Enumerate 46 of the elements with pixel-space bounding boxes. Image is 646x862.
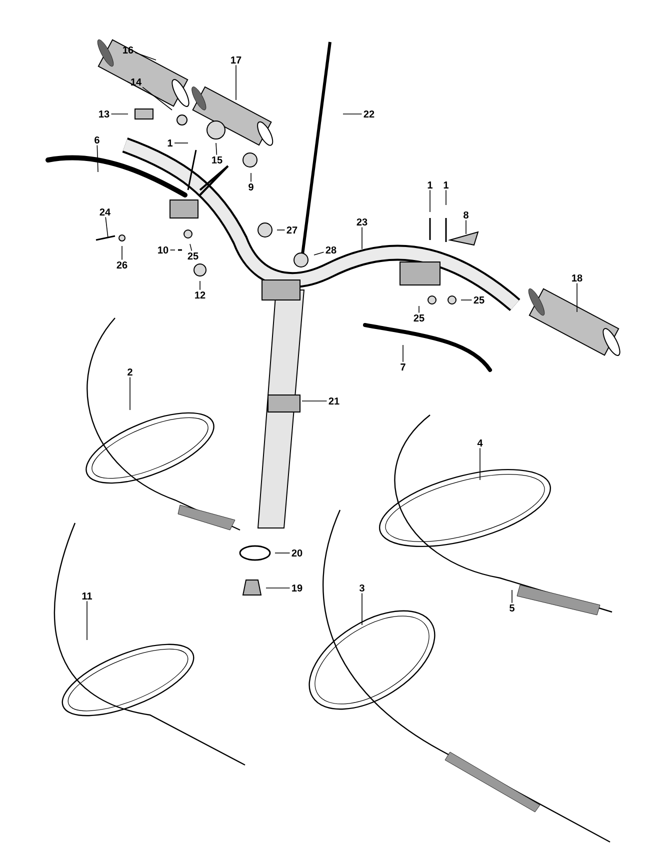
callout-number: 10 <box>158 246 168 254</box>
leader-line <box>96 144 98 172</box>
callout-number: 12 <box>195 292 206 298</box>
callout-number: 7 <box>400 364 406 370</box>
callout-number: 3 <box>359 584 364 592</box>
callout-number: 13 <box>99 110 110 118</box>
callout-number: 4 <box>477 440 483 446</box>
callout-number: 18 <box>572 274 582 282</box>
leader-line <box>86 600 88 640</box>
leader-line <box>105 216 108 238</box>
leader-line <box>314 252 324 256</box>
callout-number: 28 <box>326 246 336 254</box>
callout-number: 15 <box>212 156 222 164</box>
callout-number: 26 <box>116 261 128 269</box>
leader-line <box>576 282 578 312</box>
callout-number: 22 <box>364 110 374 118</box>
callout-number: 9 <box>248 183 254 191</box>
leader-line <box>274 552 290 554</box>
callout-number: 21 <box>328 398 340 404</box>
callout-number: 2 <box>128 368 132 376</box>
callout-number: 25 <box>414 314 424 322</box>
leader-line <box>250 172 252 182</box>
leader-line <box>418 306 420 314</box>
callout-number: 1 <box>444 182 448 188</box>
leader-line <box>216 142 218 156</box>
callout-number: 27 <box>286 226 298 234</box>
leader-line <box>302 400 328 402</box>
callout-number: 11 <box>82 592 92 600</box>
callout-number: 25 <box>474 296 484 304</box>
callout-number: 5 <box>510 604 514 612</box>
leader-line <box>142 86 172 110</box>
callout-number: 6 <box>94 136 100 144</box>
callout-number: 17 <box>231 56 242 64</box>
leader-line <box>190 244 192 252</box>
leader-line <box>402 344 404 362</box>
callout-number: 1 <box>168 140 172 146</box>
callout-number: 1 <box>428 182 432 188</box>
callout-number: 25 <box>188 252 198 260</box>
callout-number: 19 <box>292 584 302 592</box>
callout-number: 8 <box>464 211 468 219</box>
callout-number: 20 <box>292 549 302 557</box>
leader-line <box>174 142 188 144</box>
callout-number: 23 <box>356 218 368 226</box>
callout-number: 24 <box>100 208 110 216</box>
leader-line <box>134 52 156 60</box>
callout-number: 14 <box>131 78 142 86</box>
